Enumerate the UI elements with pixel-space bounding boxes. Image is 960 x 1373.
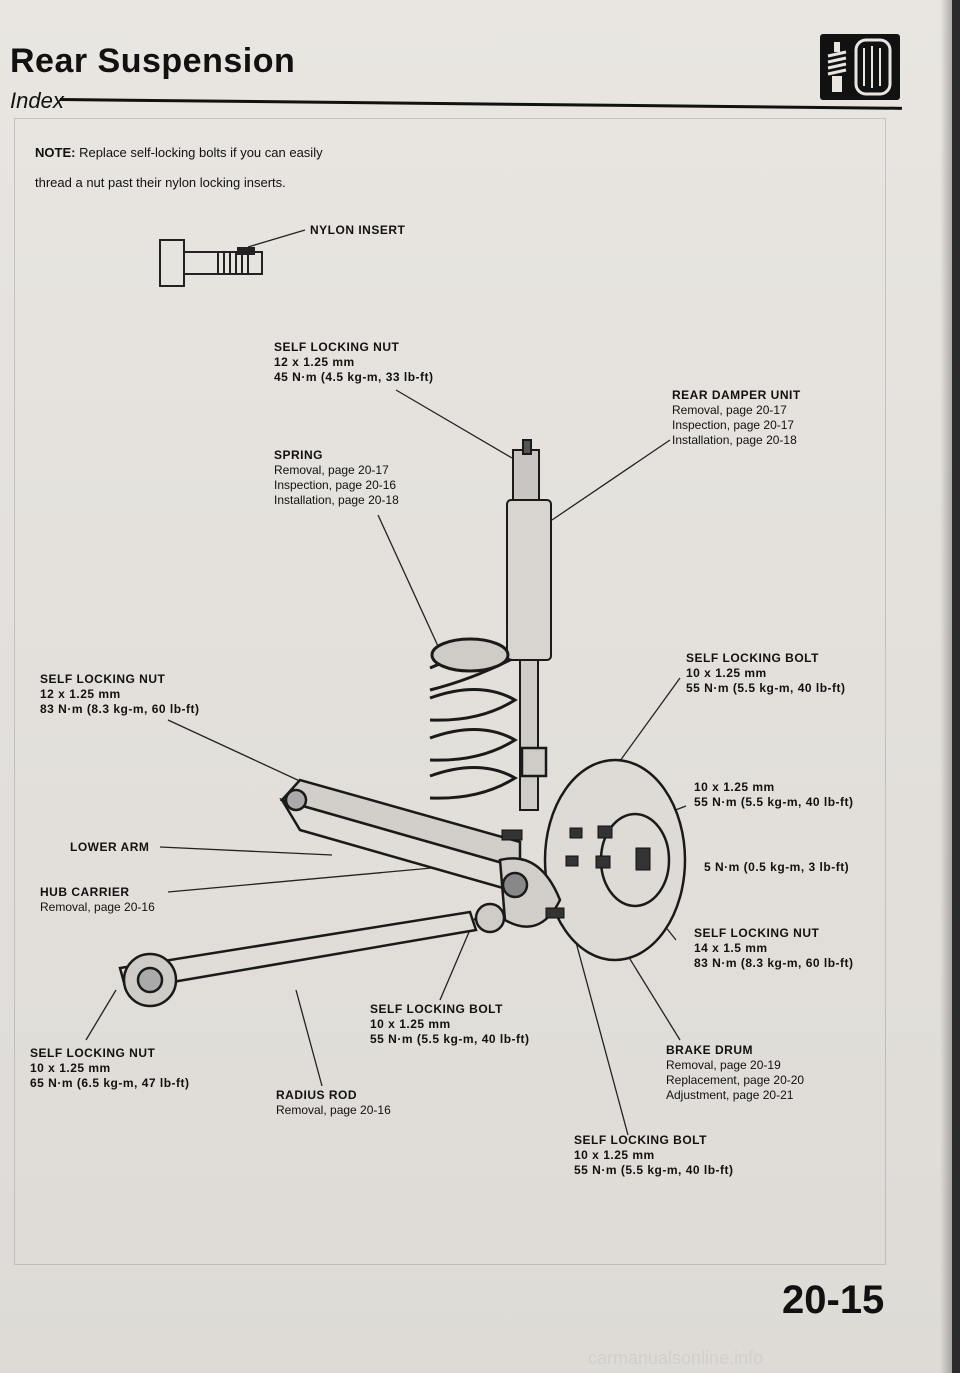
brake-drum <box>520 746 687 962</box>
note-prefix: NOTE: <box>35 145 76 160</box>
lower-arm <box>279 778 522 892</box>
page-title: Rear Suspension <box>10 42 296 80</box>
fasteners <box>501 825 651 919</box>
note-line-1: Replace self-locking bolts if you can ea… <box>79 145 323 160</box>
drum-screw-label: 5 N·m (0.5 kg-m, 3 lb-ft) <box>704 860 850 874</box>
lower-arm-label: LOWER ARM <box>70 840 150 854</box>
damper-unit <box>506 439 552 811</box>
shock-absorber-icon <box>820 34 900 100</box>
coil-spring <box>429 637 518 800</box>
radius-rod <box>118 902 506 1008</box>
faint-frame <box>14 118 886 1265</box>
nylon-insert-label: NYLON INSERT <box>310 223 406 237</box>
bolt-illustration <box>159 239 263 287</box>
page-number: 20-15 <box>782 1278 885 1322</box>
watermark-text: carmanualsonline.info <box>588 1348 764 1368</box>
note-line-2: thread a nut past their nylon locking in… <box>35 175 286 190</box>
hub-carrier <box>498 857 562 928</box>
page-subtitle: Index <box>10 88 64 113</box>
note-text: NOTE: Replace self-locking bolts if you … <box>35 138 323 198</box>
